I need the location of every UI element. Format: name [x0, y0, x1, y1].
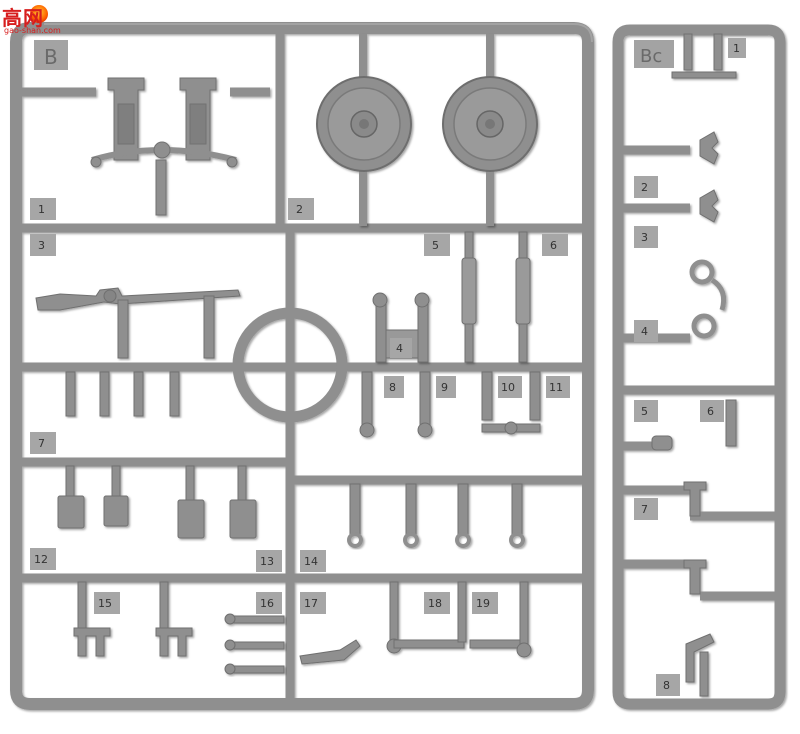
sprue-b	[10, 22, 594, 710]
part-number-label: 5	[432, 239, 439, 252]
sprue-bc-frame	[612, 24, 786, 710]
bc-part-tab-7: 7	[634, 498, 658, 520]
part-tab-16: 16	[256, 592, 282, 614]
part-tab-3: 3	[30, 234, 56, 256]
ring-runner	[232, 307, 348, 423]
part-number-label: 7	[641, 503, 648, 516]
bc-part-tab-4: 4	[634, 320, 658, 342]
road-wheel-left	[316, 76, 412, 172]
part-tab-18: 18	[424, 592, 450, 614]
part-number-label: 10	[501, 381, 515, 394]
sprue-b-frame	[10, 22, 594, 710]
part-number-label: 1	[38, 203, 45, 216]
part-2-wheels	[316, 34, 538, 226]
sprue-bc-parts	[651, 33, 737, 697]
part-number-label: 18	[428, 597, 442, 610]
part-tab-10: 10	[498, 376, 522, 398]
part-number-label: 17	[304, 597, 318, 610]
part-tab-15: 15	[94, 592, 120, 614]
part-number-label: 3	[38, 239, 45, 252]
part-number-label: 4	[396, 342, 403, 355]
bc-part-tab-3: 3	[634, 226, 658, 248]
part-tab-8: 8	[384, 376, 404, 398]
bc-part-tab-6: 6	[700, 400, 724, 422]
part-tab-6: 6	[542, 234, 568, 256]
part-number-label: 7	[38, 437, 45, 450]
part-number-label: 14	[304, 555, 318, 568]
watermark: 高网 gao-shan.com	[2, 2, 80, 38]
part-number-label: 5	[641, 405, 648, 418]
watermark-flame-icon	[30, 5, 48, 23]
part-number-label: 15	[98, 597, 112, 610]
part-number-label: 3	[641, 231, 648, 244]
bc-part-tab-2: 2	[634, 176, 658, 198]
part-number-label: 1	[733, 42, 740, 55]
small-pins-row	[65, 371, 180, 417]
part-number-label: 2	[641, 181, 648, 194]
bc-part-tab-5: 5	[634, 400, 658, 422]
part-tab-19: 19	[472, 592, 498, 614]
part-number-label: 2	[296, 203, 303, 216]
part-tab-4: 4	[390, 338, 412, 358]
part-number-label: 6	[707, 405, 714, 418]
road-wheel-right	[442, 76, 538, 172]
part-1-frames	[90, 77, 238, 216]
part-tab-9: 9	[436, 376, 456, 398]
part-number-label: 16	[260, 597, 274, 610]
part-number-label: 8	[663, 679, 670, 692]
bc-part-tab-1: 1	[728, 38, 746, 58]
part-tab-14: 14	[300, 550, 326, 572]
part-number-label: 4	[641, 325, 648, 338]
part-tab-11: 11	[546, 376, 570, 398]
spring-left	[461, 231, 477, 363]
frame-letter-tab-bc: Bc	[634, 40, 674, 68]
part-tab-17: 17	[300, 592, 326, 614]
parts-8-11	[359, 371, 541, 438]
part-number-label: 12	[34, 553, 48, 566]
sprue-bc	[612, 24, 786, 710]
part-tab-2: 2	[288, 198, 314, 220]
part-tab-5: 5	[424, 234, 450, 256]
watermark-url: gao-shan.com	[4, 26, 61, 35]
part-number-label: 13	[260, 555, 274, 568]
parts-17-19	[299, 581, 532, 665]
part-number-label: 9	[441, 381, 448, 394]
frame-letter-tab-b: B	[34, 40, 68, 70]
part-3-rifle	[35, 287, 241, 359]
bc-part-tab-8: 8	[656, 674, 680, 696]
watermark-logo: 高网	[2, 6, 44, 30]
part-14-pins	[347, 483, 525, 548]
part-15-brackets	[73, 581, 193, 657]
part-tab-12: 12	[30, 548, 56, 570]
spring-right	[515, 231, 531, 363]
sprue-bc-tabs: Bc 1 2 3 4 5 6 7 8	[634, 38, 746, 696]
frame-letter-bc: Bc	[640, 46, 662, 67]
sprue-b-runners	[22, 32, 584, 700]
part-number-label: 19	[476, 597, 490, 610]
part-tab-1: 1	[30, 198, 56, 220]
part-number-label: 8	[389, 381, 396, 394]
frame-letter-b: B	[44, 45, 58, 69]
part-number-label: 11	[549, 381, 563, 394]
part-7-boxes	[57, 465, 257, 539]
part-16-rods	[224, 613, 285, 675]
sprue-b-tabs: B 1 2 3 4 5 6 7 8 9 10 11 12 13 14 15 16…	[30, 40, 570, 614]
part-tab-13: 13	[256, 550, 282, 572]
part-tab-7: 7	[30, 432, 56, 454]
part-number-label: 6	[550, 239, 557, 252]
